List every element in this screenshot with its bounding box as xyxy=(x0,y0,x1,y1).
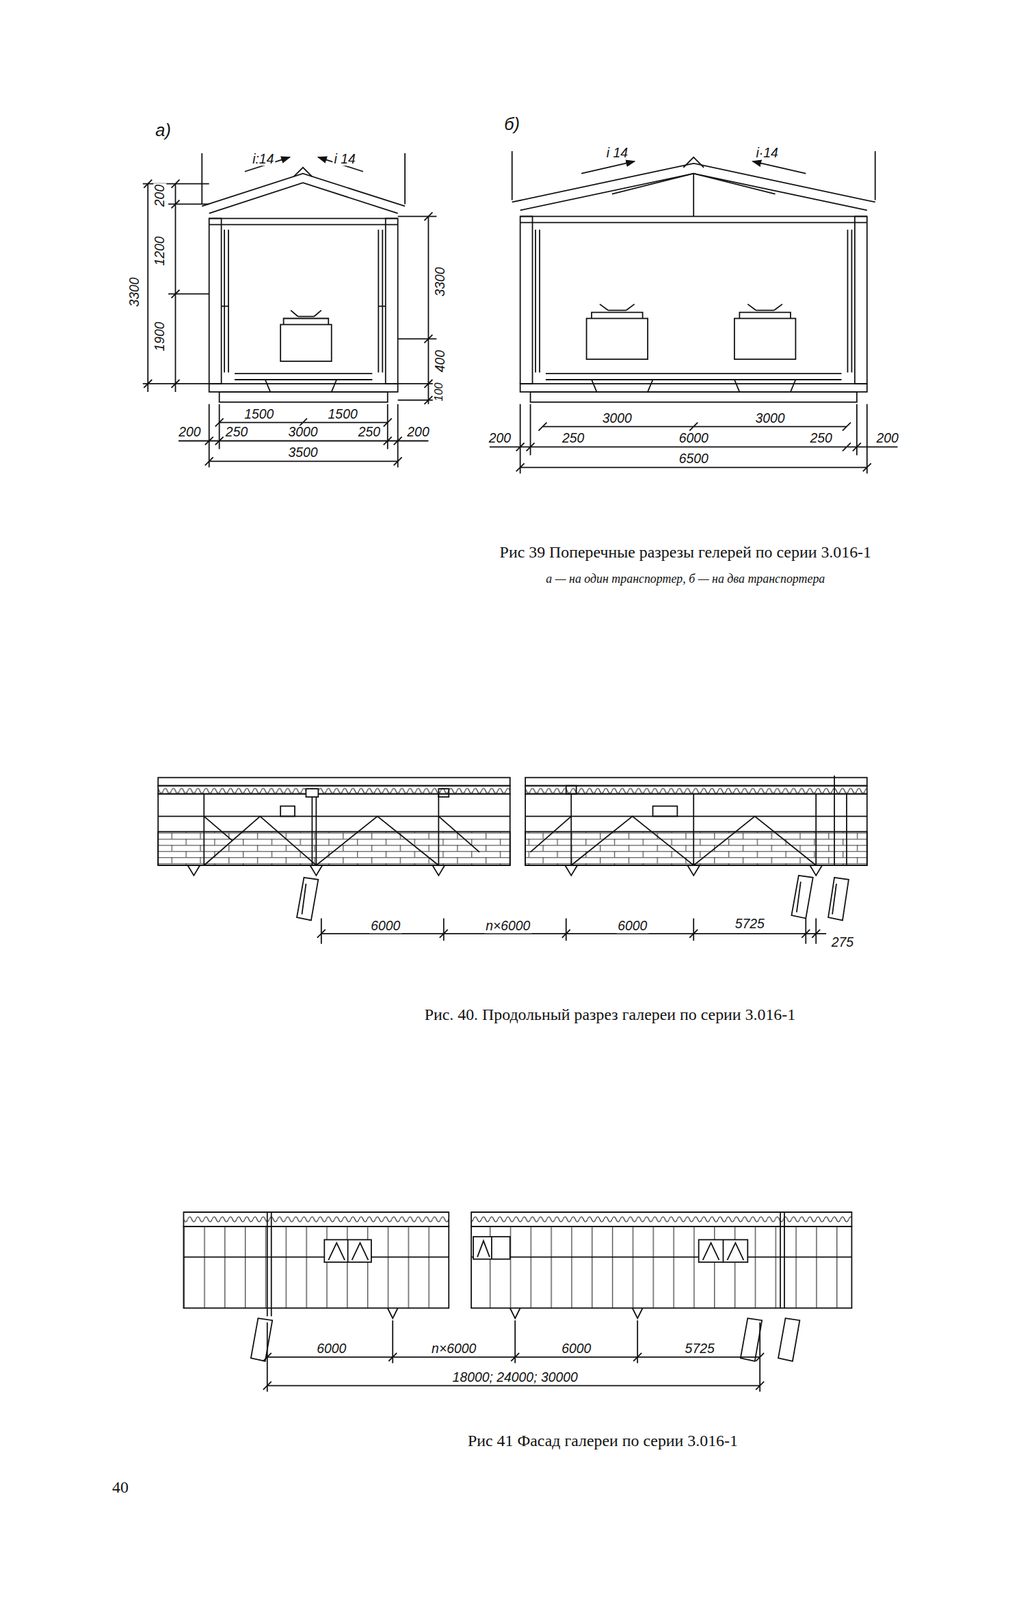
dimension-label: i·14 xyxy=(754,146,779,160)
dimension-label: 200 xyxy=(874,432,900,446)
dimension-label: i 14 xyxy=(332,152,357,166)
dimension-label: 1200 xyxy=(153,234,167,267)
dimension-label: 6000 xyxy=(616,919,649,933)
dimension-label: 1900 xyxy=(153,320,167,353)
dimension-label: 3300 xyxy=(127,275,141,308)
dimension-label: б) xyxy=(502,115,522,133)
dimension-label: 275 xyxy=(830,935,855,949)
dimension-label: 100 xyxy=(432,380,444,403)
dimension-label: 6500 xyxy=(677,452,710,466)
dimension-label: 400 xyxy=(434,348,448,374)
dimension-label: 5725 xyxy=(733,917,766,931)
dimension-label: 250 xyxy=(224,426,249,440)
figure-caption: Рис 41 Фасад галереи по серии 3.016-1 xyxy=(466,1433,740,1450)
dimension-label: 250 xyxy=(560,432,586,446)
dimension-label: а) xyxy=(153,121,173,139)
dimension-label: 5725 xyxy=(683,1341,717,1355)
dimension-label: 3000 xyxy=(601,411,634,425)
figure-subcaption: а — на один транспортер, б — на два тран… xyxy=(544,573,827,586)
page-number: 40 xyxy=(110,1479,130,1496)
dimension-label: 250 xyxy=(808,432,833,446)
dimension-label: 18000; 24000; 30000 xyxy=(451,1370,580,1384)
dimension-label: 1500 xyxy=(326,407,360,421)
dimension-label: 3000 xyxy=(754,411,787,425)
figure-caption: Рис 39 Поперечные разрезы гелерей по сер… xyxy=(498,544,873,561)
dimension-label: 3300 xyxy=(434,265,448,298)
dimension-label: 6000 xyxy=(560,1341,593,1355)
figure-caption: Рис. 40. Продольный разрез галереи по се… xyxy=(423,1006,797,1024)
dimension-label: 3000 xyxy=(286,426,319,440)
dimension-label: 200 xyxy=(177,426,202,440)
dimension-label: 250 xyxy=(356,426,382,440)
dimension-label: 6000 xyxy=(677,432,710,446)
dimension-label: 1500 xyxy=(242,407,275,421)
dimension-label: 200 xyxy=(405,426,431,440)
dimension-label: 6000 xyxy=(315,1341,348,1355)
dimension-label: n×6000 xyxy=(430,1341,478,1355)
dimension-label: 200 xyxy=(153,183,167,208)
dimension-label: n×6000 xyxy=(484,919,532,933)
dimension-label: i 14 xyxy=(605,146,630,160)
dimension-label: 6000 xyxy=(369,919,402,933)
dimension-label: i:14 xyxy=(250,152,275,166)
dimension-label: 3500 xyxy=(286,446,319,460)
dimension-label: 200 xyxy=(487,432,513,446)
